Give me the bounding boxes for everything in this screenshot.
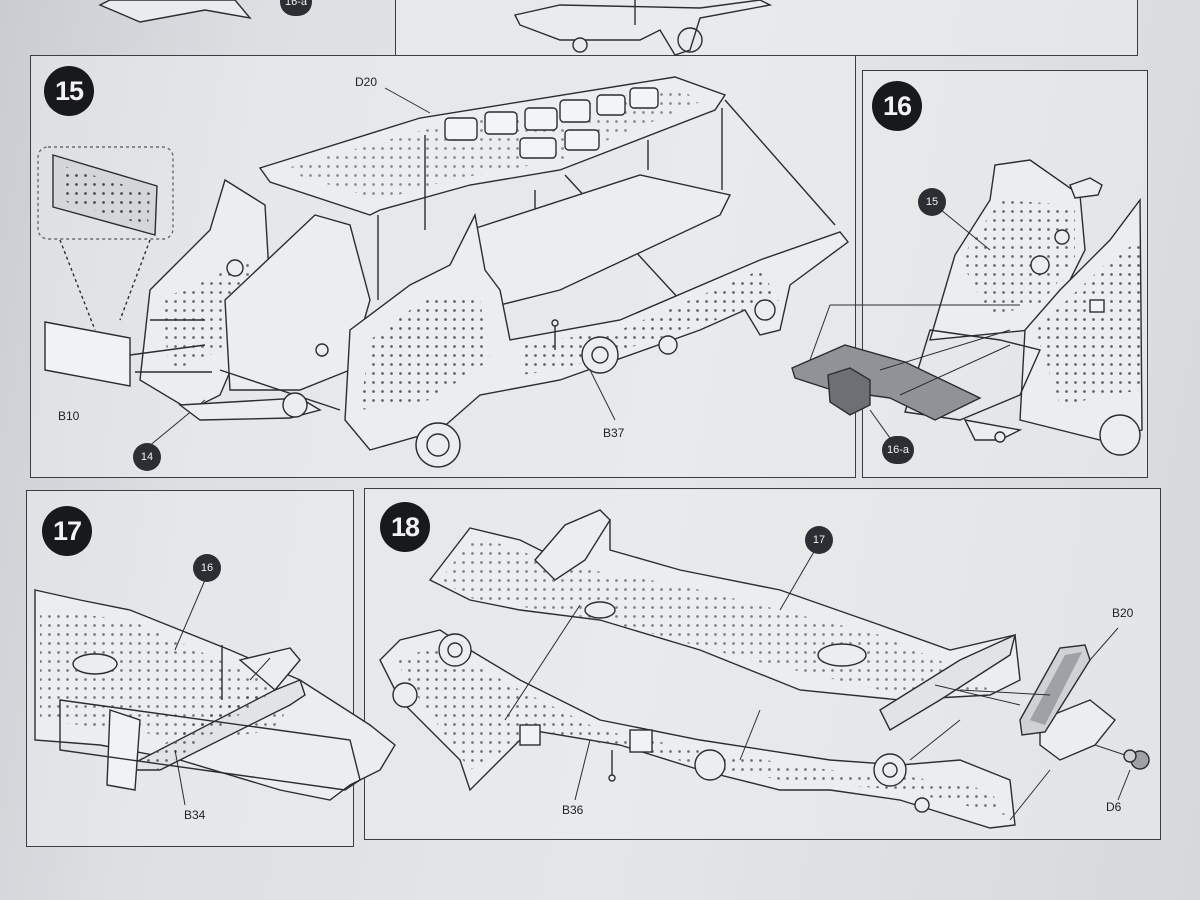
step-16-badge: 16 — [872, 81, 922, 131]
part-label-d20: D20 — [355, 75, 378, 89]
top-left-part-drawing — [98, 0, 252, 23]
ref-16a-top: 16-a — [280, 0, 313, 16]
step-16-panel — [862, 70, 1148, 478]
part-label-b20: B20 — [1112, 606, 1134, 620]
ref-17: 17 — [805, 526, 833, 554]
ref-16: 16 — [193, 554, 221, 582]
part-label-d6: D6 — [1106, 800, 1122, 814]
step-18-panel — [364, 488, 1161, 840]
step-18-badge: 18 — [380, 502, 430, 552]
ref-15: 15 — [918, 188, 946, 216]
part-label-b34: B34 — [184, 808, 206, 822]
ref-16a: 16-a — [882, 436, 915, 464]
step-15-panel — [30, 55, 856, 478]
step-17-badge: 17 — [42, 506, 92, 556]
ref-14: 14 — [133, 443, 161, 471]
step-15-badge: 15 — [44, 66, 94, 116]
step-14-panel-partial — [395, 0, 1138, 56]
part-label-b37: B37 — [603, 426, 625, 440]
part-label-b10: B10 — [58, 409, 80, 423]
part-label-b36: B36 — [562, 803, 584, 817]
